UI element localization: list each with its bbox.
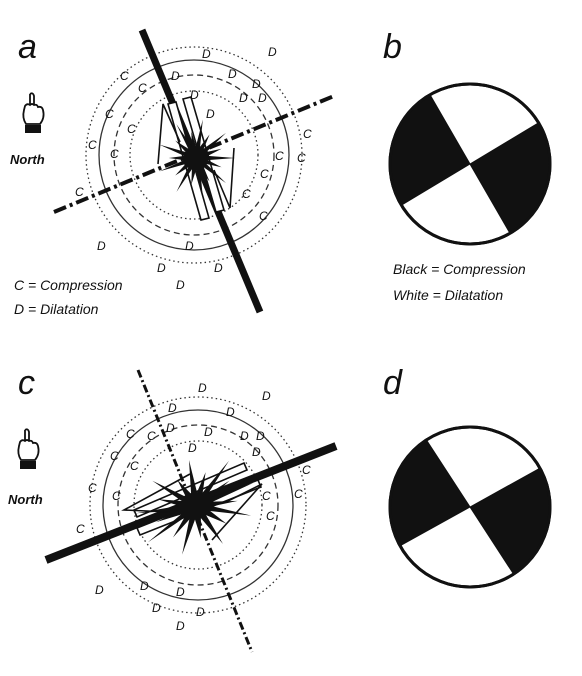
legend-b: Black = Compression White = Dilatation <box>393 261 526 303</box>
dilatation-marker: D <box>190 88 199 102</box>
north-label: North <box>10 152 45 167</box>
dilatation-marker: D <box>252 77 261 91</box>
panel-d: d <box>383 364 552 589</box>
dilatation-marker: D <box>171 69 180 83</box>
focal-mechanism-beachball-b <box>388 82 552 246</box>
dilatation-marker: D <box>188 441 197 455</box>
compression-marker: C <box>110 147 119 161</box>
dilatation-marker: D <box>239 91 248 105</box>
dilatation-marker: D <box>95 583 104 597</box>
pointing-hand-icon <box>17 428 40 469</box>
compression-marker: C <box>76 522 85 536</box>
compression-marker: C <box>260 167 269 181</box>
compression-marker: C <box>105 107 114 121</box>
dashed-ring <box>113 74 275 236</box>
epicenter-starburst <box>136 460 254 555</box>
dilatation-marker: D <box>152 601 161 615</box>
outer-dotted-ring <box>85 46 303 264</box>
compression-marker: C <box>75 185 84 199</box>
north-indicator-a: North <box>10 92 45 167</box>
dilatation-marker: D <box>198 381 207 395</box>
legend-a: C = Compression D = Dilatation <box>14 277 123 317</box>
compression-marker: C <box>266 509 275 523</box>
solid-ring <box>98 59 290 251</box>
dilatation-marker: D <box>256 429 265 443</box>
pointing-hand-icon <box>22 92 45 133</box>
panel-d-letter: d <box>383 364 403 402</box>
fault-plane-solid <box>138 28 264 314</box>
north-indicator-c: North <box>8 428 43 507</box>
panel-b-letter: b <box>383 28 402 66</box>
dilatation-marker: D <box>176 619 185 633</box>
compression-marker: C <box>138 81 147 95</box>
panel-a-letter: a <box>18 28 37 66</box>
compression-marker: C <box>112 489 121 503</box>
dashed-ring <box>117 424 279 586</box>
dilatation-marker: D <box>228 67 237 81</box>
dilatation-marker: D <box>185 239 194 253</box>
compression-marker: C <box>275 149 284 163</box>
compression-marker: C <box>88 138 97 152</box>
dilatation-marker: D <box>206 107 215 121</box>
dilatation-marker: D <box>226 405 235 419</box>
dilatation-marker: D <box>176 585 185 599</box>
compression-marker: C <box>302 463 311 477</box>
dilatation-marker: D <box>140 579 149 593</box>
dilatation-marker: D <box>262 389 271 403</box>
dilatation-marker: D <box>258 91 267 105</box>
slip-arrowhead-upper <box>157 103 181 165</box>
polarity-readings: D D D D D D D D D D D D D D D D C C C C … <box>76 381 311 633</box>
compression-marker: C <box>262 489 271 503</box>
compression-marker: C <box>259 209 268 223</box>
panel-a: a North D <box>10 28 335 317</box>
slip-arrowhead-right <box>211 483 263 541</box>
dilatation-marker: D <box>196 605 205 619</box>
ring-group <box>89 396 307 614</box>
legend-black: Black = Compression <box>393 261 526 277</box>
panel-b: b Black = Compression White = Dilatation <box>383 28 552 303</box>
polarity-readings: D D D D D D D D D D D D D D C C C C C C … <box>75 45 312 292</box>
compression-marker: C <box>126 427 135 441</box>
compression-marker: C <box>88 481 97 495</box>
legend-dilatation: D = Dilatation <box>14 301 99 317</box>
dilatation-marker: D <box>176 278 185 292</box>
dilatation-marker: D <box>240 429 249 443</box>
compression-marker: C <box>303 127 312 141</box>
compression-marker: C <box>297 151 306 165</box>
compression-marker: C <box>120 69 129 83</box>
compression-marker: C <box>130 459 139 473</box>
dilatation-marker: D <box>268 45 277 59</box>
outer-dotted-ring <box>89 396 307 614</box>
dilatation-marker: D <box>157 261 166 275</box>
dilatation-marker: D <box>214 261 223 275</box>
compression-marker: C <box>127 122 136 136</box>
compression-marker: C <box>110 449 119 463</box>
focal-mechanism-beachball-d <box>388 425 552 589</box>
panel-c: c North D D D D <box>8 364 338 653</box>
compression-marker: C <box>147 429 156 443</box>
ring-group <box>85 46 303 264</box>
north-label: North <box>8 492 43 507</box>
inner-dotted-ring <box>129 90 259 220</box>
auxiliary-plane-dashed <box>136 369 254 653</box>
dilatation-marker: D <box>252 445 261 459</box>
dilatation-marker: D <box>202 47 211 61</box>
epicenter-starburst <box>159 119 236 197</box>
panel-c-letter: c <box>18 364 35 402</box>
inner-dotted-ring <box>133 440 263 570</box>
compression-marker: C <box>242 187 251 201</box>
legend-white: White = Dilatation <box>393 287 503 303</box>
compression-marker: C <box>294 487 303 501</box>
dilatation-marker: D <box>204 425 213 439</box>
dilatation-marker: D <box>168 401 177 415</box>
legend-compression: C = Compression <box>14 277 123 293</box>
slip-arrowhead-lower <box>213 147 235 209</box>
dilatation-marker: D <box>166 421 175 435</box>
solid-ring <box>102 409 294 601</box>
dilatation-marker: D <box>97 239 106 253</box>
